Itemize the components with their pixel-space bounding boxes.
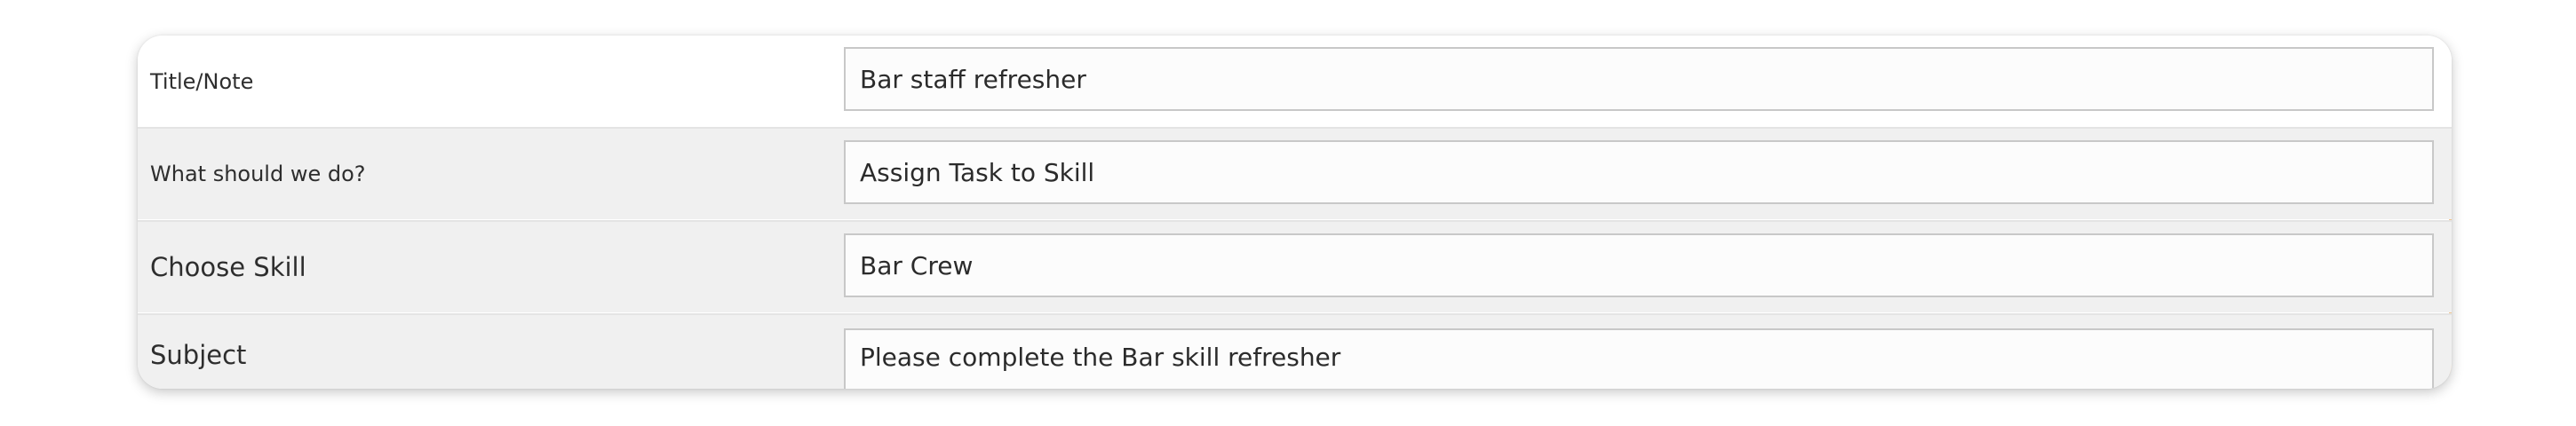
- choose-skill-label: Choose Skill: [150, 252, 306, 282]
- action-select[interactable]: Assign Task to Skill: [844, 140, 2434, 204]
- form-row-skill: Choose Skill Bar Crew: [138, 220, 2452, 312]
- subject-input[interactable]: Please complete the Bar skill refresher: [844, 328, 2434, 389]
- form-row-subject: Subject Please complete the Bar skill re…: [138, 313, 2452, 389]
- action-label: What should we do?: [150, 162, 366, 186]
- title-note-input[interactable]: Bar staff refresher: [844, 47, 2434, 111]
- form-row-action: What should we do? Assign Task to Skill: [138, 127, 2452, 219]
- form-row-title-note: Title/Note Bar staff refresher: [138, 36, 2452, 127]
- subject-label: Subject: [150, 340, 247, 370]
- choose-skill-select[interactable]: Bar Crew: [844, 233, 2434, 297]
- form-card: Title/Note Bar staff refresher What shou…: [138, 36, 2452, 389]
- title-note-label: Title/Note: [150, 68, 254, 94]
